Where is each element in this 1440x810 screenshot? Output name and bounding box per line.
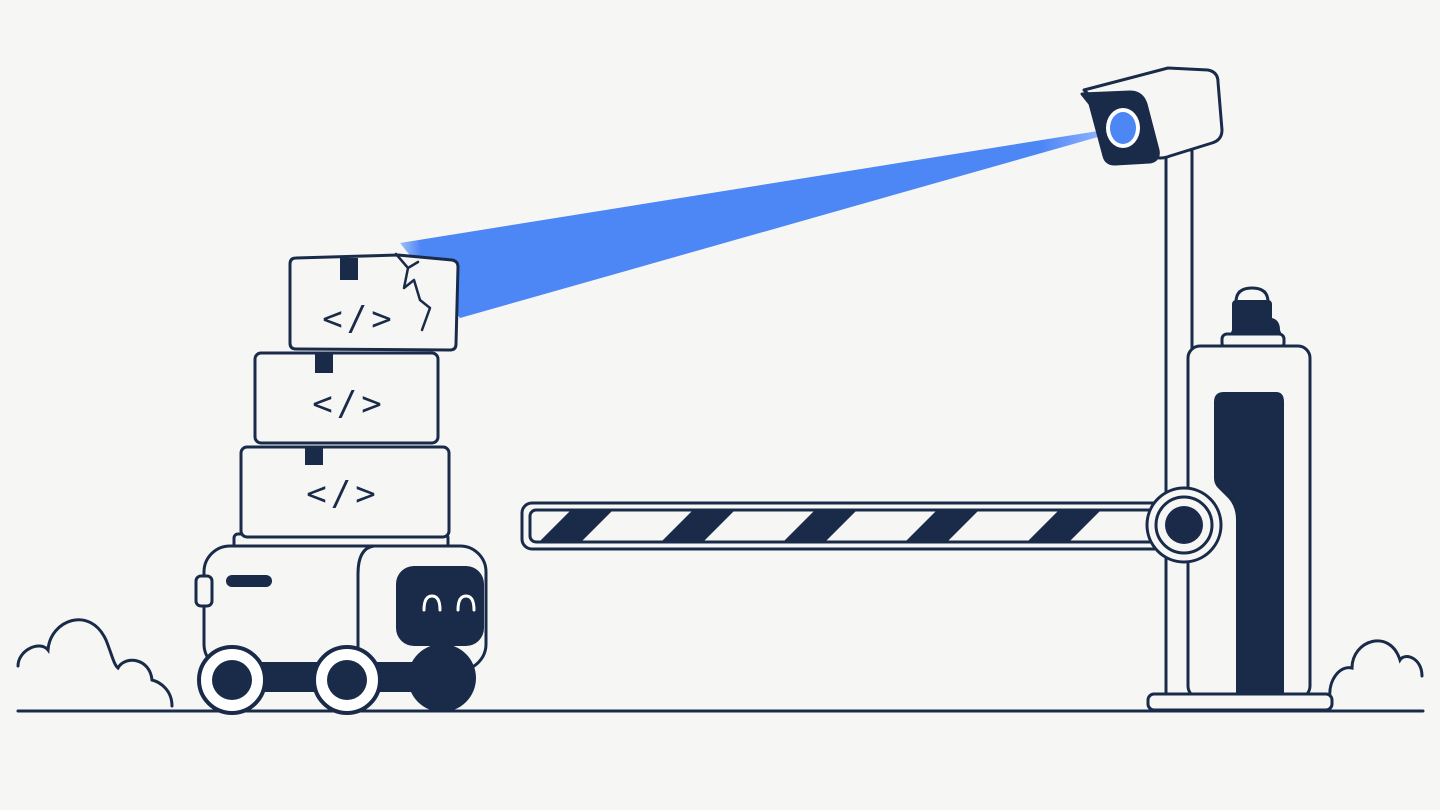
robot-handle xyxy=(226,575,272,587)
barrier-cabinet xyxy=(1146,286,1334,712)
left-bush-icon xyxy=(16,618,174,708)
delivery-robot xyxy=(194,532,488,715)
code-box-top-label: </> xyxy=(322,299,395,339)
right-bush-icon xyxy=(1328,639,1424,700)
code-box-bottom: </> xyxy=(239,445,451,539)
barrier-stripes xyxy=(540,511,1100,541)
robot-right-eye-icon xyxy=(456,594,476,612)
warning-light-icon xyxy=(1234,286,1270,304)
code-box-bottom-label: </> xyxy=(306,474,379,514)
robot-left-eye-icon xyxy=(422,594,442,612)
crack-icon xyxy=(394,252,432,332)
code-box-middle: </> xyxy=(253,351,440,445)
code-box-middle-label: </> xyxy=(312,384,385,424)
robot-back-wheel xyxy=(408,644,476,712)
code-box-top-cracked: </> xyxy=(288,252,460,352)
camera-beam xyxy=(400,131,1098,318)
barrier-arm xyxy=(520,486,1223,564)
security-camera-icon xyxy=(1080,66,1224,166)
